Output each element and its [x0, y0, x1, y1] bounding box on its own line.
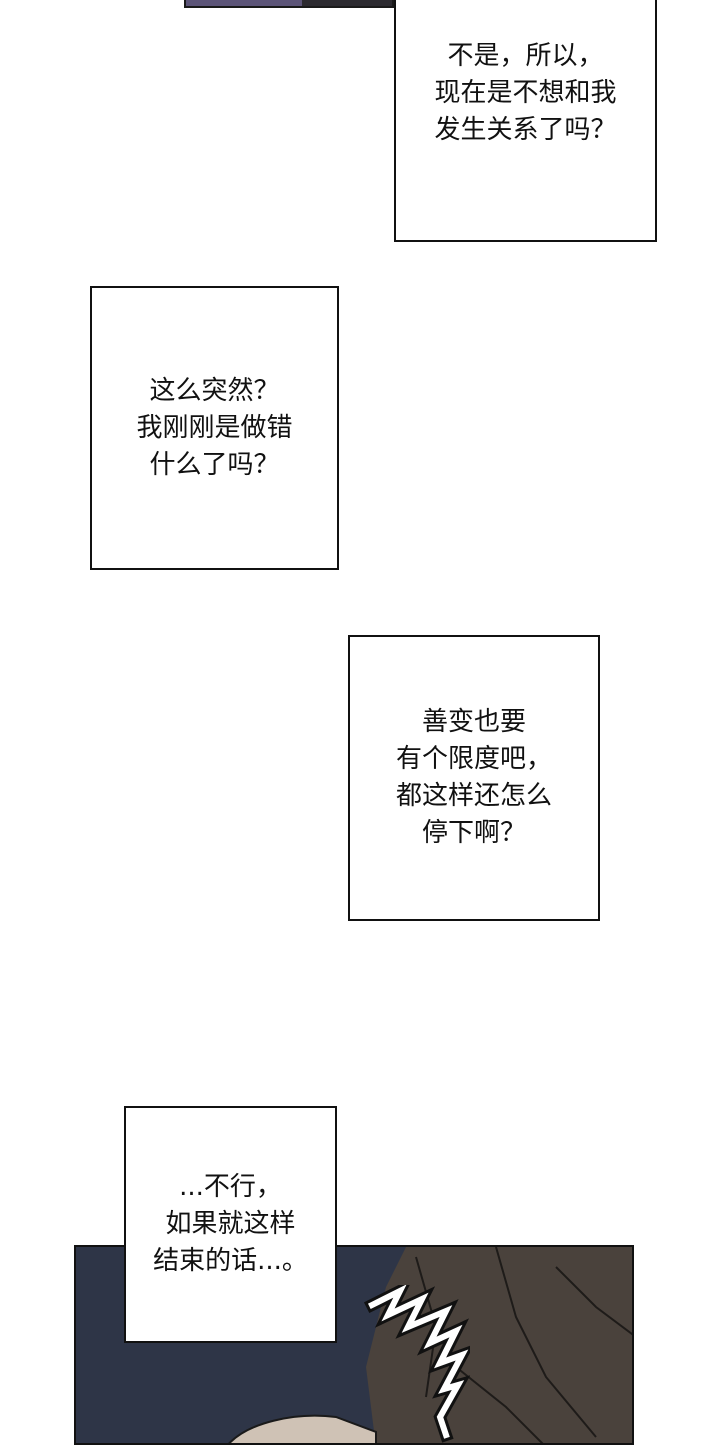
zigzag-sound-effect-icon [363, 1285, 470, 1443]
speech-bubble-1-text: 不是，所以， 现在是不想和我 发生关系了吗？ [434, 41, 617, 145]
speech-bubble-1: 不是，所以， 现在是不想和我 发生关系了吗？ [394, 0, 657, 242]
sleeve-fold-line [455, 1366, 544, 1443]
speech-bubble-2-text: 这么突然？ 我刚刚是做错 什么了吗？ [136, 375, 293, 480]
speech-bubble-4: ...不行， 如果就这样 结束的话...。 [124, 1106, 337, 1343]
sleeve-shape [366, 1247, 632, 1443]
bottom-comic-panel [74, 1245, 634, 1445]
speech-bubble-3: 善变也要 有个限度吧， 都这样还怎么 停下啊？ [348, 635, 600, 921]
bottom-panel-illustration [228, 1247, 632, 1443]
speech-bubble-2: 这么突然？ 我刚刚是做错 什么了吗？ [90, 286, 339, 570]
speech-bubble-3-text: 善变也要 有个限度吧， 都这样还怎么 停下啊？ [395, 707, 552, 848]
top-comic-panel-edge [184, 0, 394, 8]
top-panel-dark-area [302, 0, 392, 6]
sleeve-fold-line [495, 1247, 597, 1438]
speech-bubble-4-text: ...不行， 如果就这样 结束的话...。 [153, 1172, 308, 1276]
hand-shape [228, 1414, 377, 1443]
sleeve-fold-line [555, 1266, 632, 1336]
